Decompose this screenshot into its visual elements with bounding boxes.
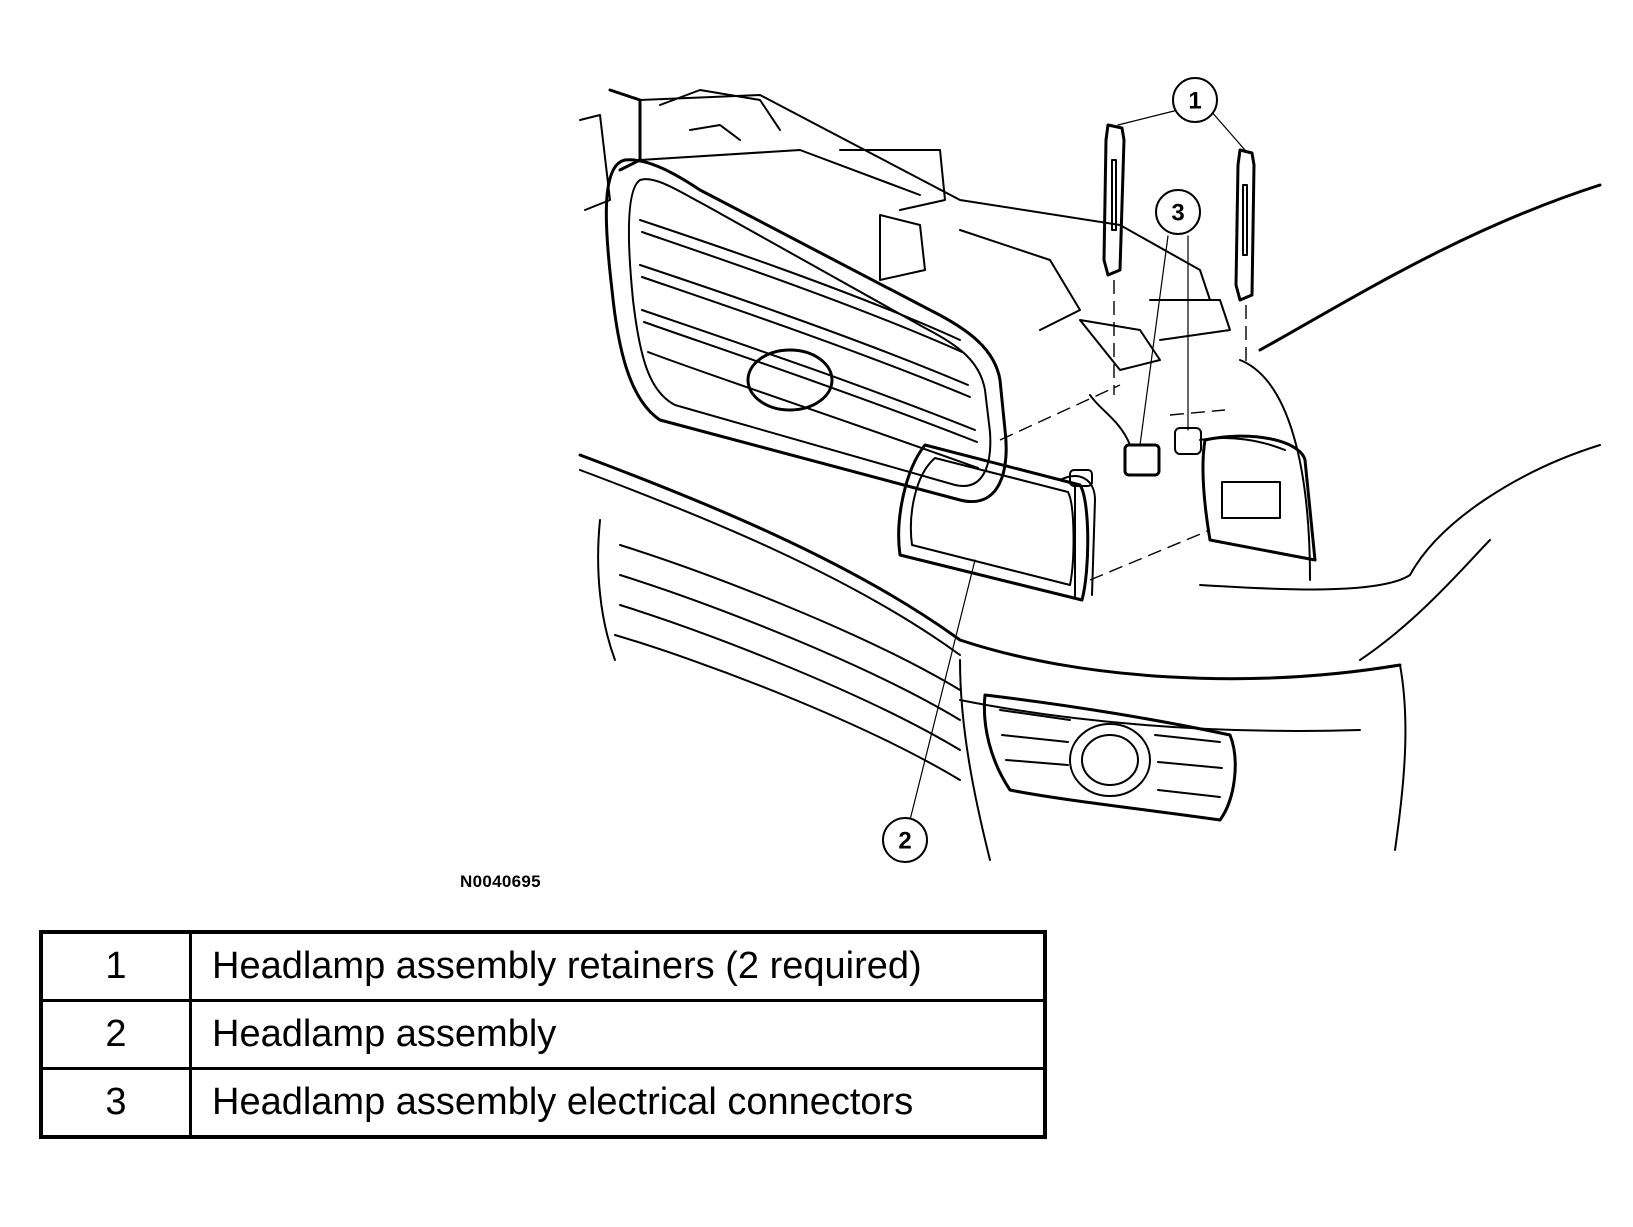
legend-table: 1 Headlamp assembly retainers (2 require… xyxy=(39,930,1047,1139)
callout-3-label: 3 xyxy=(1171,200,1184,227)
figure-id: N0040695 xyxy=(460,872,541,891)
legend-description: Headlamp assembly electrical connectors xyxy=(189,1067,1047,1139)
bumper xyxy=(578,453,1407,861)
callout-1-label: 1 xyxy=(1188,88,1201,115)
assembly-guide-lines xyxy=(999,280,1247,581)
headlamp-exploded-illustration: 1 3 2 xyxy=(578,77,1602,863)
callout-2: 2 xyxy=(882,817,928,863)
headlamp-retainers xyxy=(1102,123,1256,302)
fender xyxy=(1199,183,1602,661)
fog-lamp-bezel xyxy=(982,693,1237,822)
legend-row: 3 Headlamp assembly electrical connector… xyxy=(39,1067,1047,1139)
callout-2-label: 2 xyxy=(898,828,911,855)
leader-lines xyxy=(909,109,1246,821)
legend-description: Headlamp assembly retainers (2 required) xyxy=(189,930,1047,1002)
callout-3: 3 xyxy=(1155,189,1201,235)
legend-number: 1 xyxy=(39,930,192,1002)
headlamp-opening xyxy=(1201,434,1317,562)
grille xyxy=(604,158,1008,503)
headlamp-assembly xyxy=(897,443,1096,602)
electrical-connectors xyxy=(1089,394,1286,477)
legend-number: 3 xyxy=(39,1067,192,1139)
legend-description: Headlamp assembly xyxy=(189,999,1047,1070)
callout-1: 1 xyxy=(1172,77,1218,123)
legend-number: 2 xyxy=(39,999,192,1070)
radiator-support xyxy=(579,88,1231,371)
legend-row: 2 Headlamp assembly xyxy=(39,999,1047,1070)
legend-row: 1 Headlamp assembly retainers (2 require… xyxy=(39,930,1047,1002)
